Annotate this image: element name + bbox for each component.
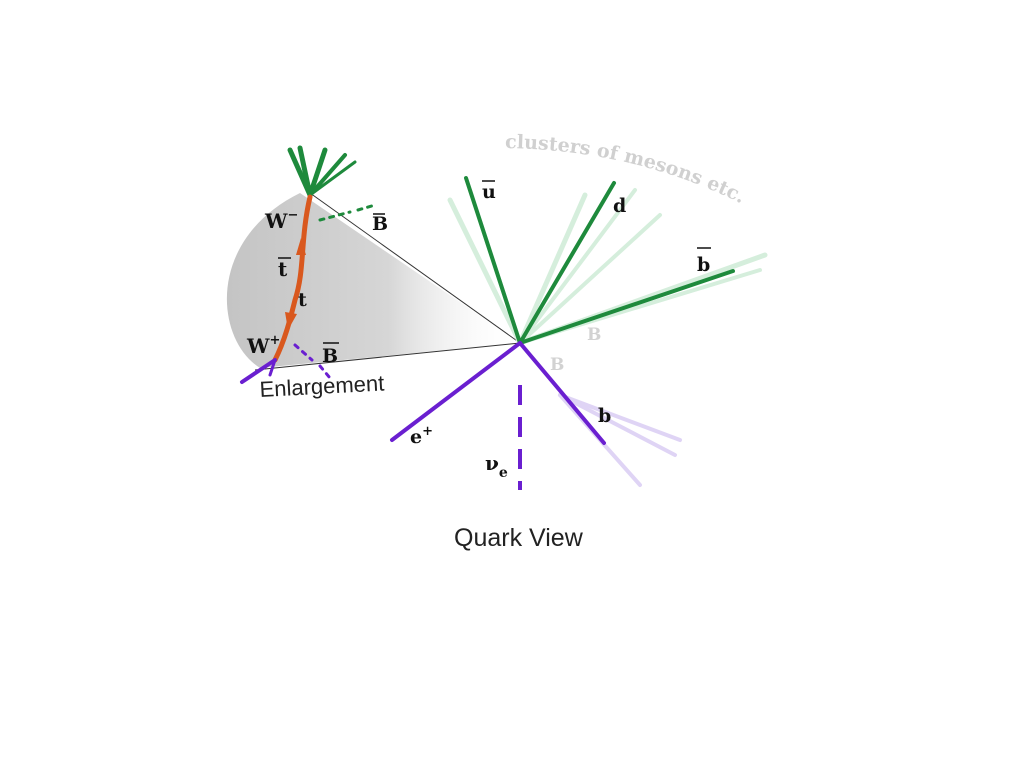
w-plus-label: W+ bbox=[246, 333, 280, 358]
b-label: b bbox=[598, 405, 611, 427]
b-quark-line bbox=[518, 341, 606, 445]
e-plus-line bbox=[390, 341, 522, 442]
t-label: t bbox=[298, 289, 307, 311]
t-bar-label: t bbox=[278, 257, 288, 281]
t-bar-arrow-icon bbox=[296, 238, 306, 255]
green-quark-jets bbox=[464, 176, 735, 345]
purple-lepton-lines bbox=[390, 341, 606, 490]
b-decay-dashes bbox=[293, 203, 377, 380]
b-bar-jet bbox=[518, 269, 735, 345]
b-bar-right-label: b bbox=[697, 254, 710, 276]
w-plus-purple-spray bbox=[240, 358, 277, 384]
d-jet bbox=[518, 181, 616, 345]
w-minus-label: W− bbox=[264, 208, 298, 233]
t-arrow-icon bbox=[285, 312, 297, 330]
nu-e-label: νe bbox=[485, 451, 508, 481]
u-bar-jet bbox=[464, 176, 522, 345]
b-bar-bottom-label: B bbox=[322, 345, 338, 367]
clusters-label: clusters of mesons etc. bbox=[505, 131, 749, 208]
caption: Quark View bbox=[454, 524, 584, 552]
w-minus-green-spray bbox=[287, 145, 357, 198]
top-quark-line bbox=[272, 194, 313, 363]
enlargement-cone bbox=[226, 192, 521, 371]
faint-b-upper-label: B bbox=[587, 325, 601, 345]
e-plus-label: e+ bbox=[410, 424, 433, 448]
particle-labels: W− B t t W+ B Enlargement u d b B B b e+… bbox=[246, 180, 711, 481]
b-bar-top-label: B bbox=[372, 213, 388, 235]
u-bar-label: u bbox=[482, 181, 496, 203]
faint-b-lower-label: B bbox=[550, 355, 564, 375]
d-label: d bbox=[613, 195, 626, 217]
enlargement-label: Enlargement bbox=[259, 370, 385, 401]
